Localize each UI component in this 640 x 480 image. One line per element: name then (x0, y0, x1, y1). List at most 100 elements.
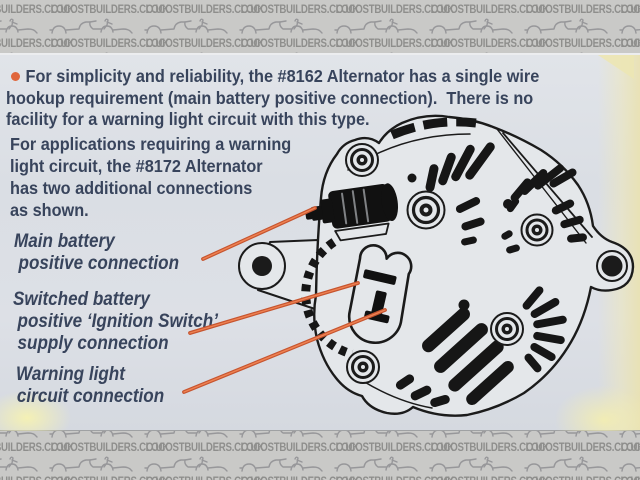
car-logo-icon (518, 18, 613, 37)
car-logo-icon (138, 456, 233, 475)
boss-top-left (345, 143, 379, 177)
car-logo-icon (43, 0, 138, 3)
watermark-logo-row (0, 0, 640, 3)
car-logo-icon (233, 0, 328, 3)
paragraph-line: For applications requiring a warning (10, 134, 292, 154)
watermark-text: LOCOSTBUILDERS.CO.UK (146, 476, 265, 480)
watermark-text: LOCOSTBUILDERS.CO.UK (335, 442, 455, 454)
car-logo-icon (0, 0, 43, 3)
watermark-text: LOCOSTBUILDERS.CO.UK (0, 4, 75, 16)
paragraph-single-wire: For simplicity and reliability, the #816… (6, 66, 539, 131)
paragraph-line: facility for a warning light circuit wit… (6, 109, 370, 129)
car-logo-icon (0, 18, 43, 37)
watermark-text: LOCOSTBUILDERS.CO.UK (620, 38, 640, 50)
paragraph-line: light circuit, the #8172 Alternator (10, 156, 263, 176)
car-logo-icon (613, 0, 640, 3)
watermark-text: LOCOSTBUILDERS.CO.UK (525, 442, 640, 454)
watermark-text: LOCOSTBUILDERS.CO.UK (336, 476, 455, 480)
watermark-text: LOCOSTBUILDERS.CO.UK (241, 476, 360, 480)
boss-bottom-right (490, 312, 524, 346)
watermark-text: LOCOSTBUILDERS.CO.UK (240, 38, 360, 50)
car-logo-icon (328, 456, 423, 475)
car-logo-icon (423, 456, 518, 475)
car-logo-icon (43, 456, 138, 475)
watermark-text: LOCOSTBUILDERS.CO.UK (621, 476, 640, 480)
watermark-text: LOCOSTBUILDERS.CO.UK (525, 4, 640, 16)
callout-line-text: positive connection (18, 253, 180, 274)
watermark-text: LOCOSTBUILDERS.CO.UK (145, 4, 265, 16)
watermark-text: LOCOSTBUILDERS.CO.UK (430, 38, 550, 50)
car-logo-icon (518, 0, 613, 3)
watermark-text: LOCOSTBUILDERS.CO.UK (51, 476, 170, 480)
housing-seam-lines (347, 128, 593, 409)
watermark-text-row: LOCOSTBUILDERS.CO.UKLOCOSTBUILDERS.CO.UK… (0, 38, 640, 51)
car-logo-icon (138, 0, 233, 3)
watermark-text: LOCOSTBUILDERS.CO.UK (526, 476, 640, 480)
callout-line-text: positive ‘Ignition Switch’ (17, 311, 218, 332)
callout-line-text: Warning light (16, 364, 125, 385)
paragraph-line: as shown. (10, 200, 89, 220)
through-bolt-bosses (345, 143, 554, 384)
car-logo-icon (0, 431, 43, 441)
paragraph-line: hookup requirement (main battery positiv… (6, 87, 534, 108)
connector-socket (347, 244, 413, 345)
boss-upper-mid (406, 190, 446, 230)
watermark-text: LOCOSTBUILDERS.CO.UK (0, 442, 75, 454)
watermark-text: LOCOSTBUILDERS.CO.UK (50, 442, 170, 454)
scanned-document: For simplicity and reliability, the #816… (0, 53, 640, 455)
car-logo-icon (518, 456, 613, 475)
watermark-logo-row (0, 456, 640, 475)
ignition-switch-pin (363, 269, 397, 285)
watermark-text: LOCOSTBUILDERS.CO.UK (145, 38, 265, 50)
watermark-logo-row (0, 431, 640, 441)
watermark-text-row: LOCOSTBUILDERS.CO.UKLOCOSTBUILDERS.CO.UK… (0, 476, 640, 480)
watermark-text: LOCOSTBUILDERS.CO.UK (620, 442, 640, 454)
watermark-text: LOCOSTBUILDERS.CO.UK (430, 4, 550, 16)
callout-warning-light: Warning light circuit connection (16, 364, 164, 408)
watermark-text: LOCOSTBUILDERS.CO.UK (431, 476, 550, 480)
watermark-grid: LOCOSTBUILDERS.CO.UKLOCOSTBUILDERS.CO.UK… (0, 0, 640, 53)
watermark-text: LOCOSTBUILDERS.CO.UK (50, 38, 170, 50)
stator-slot-arc (301, 238, 354, 359)
car-logo-icon (233, 18, 328, 37)
watermark-text-row: LOCOSTBUILDERS.CO.UKLOCOSTBUILDERS.CO.UK… (0, 4, 640, 17)
watermark-text: LOCOSTBUILDERS.CO.UK (240, 4, 360, 16)
car-logo-icon (233, 456, 328, 475)
car-logo-icon (43, 431, 138, 441)
boss-bottom-left (346, 350, 380, 384)
car-logo-icon (613, 456, 640, 475)
car-logo-icon (423, 431, 518, 441)
watermark-text: LOCOSTBUILDERS.CO.UK (0, 476, 74, 480)
callout-switched-battery: Switched battery positive ‘Ignition Swit… (13, 289, 218, 355)
warning-light-pin (371, 290, 387, 317)
orange-bullet-icon (11, 72, 20, 81)
watermark-text: LOCOSTBUILDERS.CO.UK (620, 4, 640, 16)
car-logo-icon (138, 431, 233, 441)
watermark-text: LOCOSTBUILDERS.CO.UK (430, 442, 550, 454)
watermark-text-row: LOCOSTBUILDERS.CO.UKLOCOSTBUILDERS.CO.UK… (0, 442, 640, 455)
watermark-border-top: LOCOSTBUILDERS.CO.UKLOCOSTBUILDERS.CO.UK… (0, 0, 640, 53)
car-logo-icon (423, 18, 518, 37)
paragraph-warning-light: For applications requiring a warning lig… (10, 133, 291, 221)
car-logo-icon (518, 431, 613, 441)
car-logo-icon (0, 456, 43, 475)
car-logo-icon (43, 18, 138, 37)
car-logo-icon (613, 18, 640, 37)
watermark-text: LOCOSTBUILDERS.CO.UK (335, 38, 455, 50)
car-logo-icon (423, 0, 518, 3)
watermark-text: LOCOSTBUILDERS.CO.UK (335, 4, 455, 16)
car-logo-icon (328, 0, 423, 3)
watermark-text: LOCOSTBUILDERS.CO.UK (0, 38, 75, 50)
paragraph-line: has two additional connections (10, 178, 253, 198)
car-logo-icon (328, 431, 423, 441)
left-mounting-lug (238, 239, 319, 311)
watermark-border-bottom: LOCOSTBUILDERS.CO.UKLOCOSTBUILDERS.CO.UK… (0, 431, 640, 480)
watermark-text: LOCOSTBUILDERS.CO.UK (50, 4, 170, 16)
callout-line-text: circuit connection (16, 386, 165, 407)
boss-upper-right (520, 213, 554, 247)
watermark-text: LOCOSTBUILDERS.CO.UK (240, 442, 360, 454)
car-logo-icon (233, 431, 328, 441)
callout-main-battery: Main battery positive connection (14, 231, 179, 275)
car-logo-icon (613, 431, 640, 441)
